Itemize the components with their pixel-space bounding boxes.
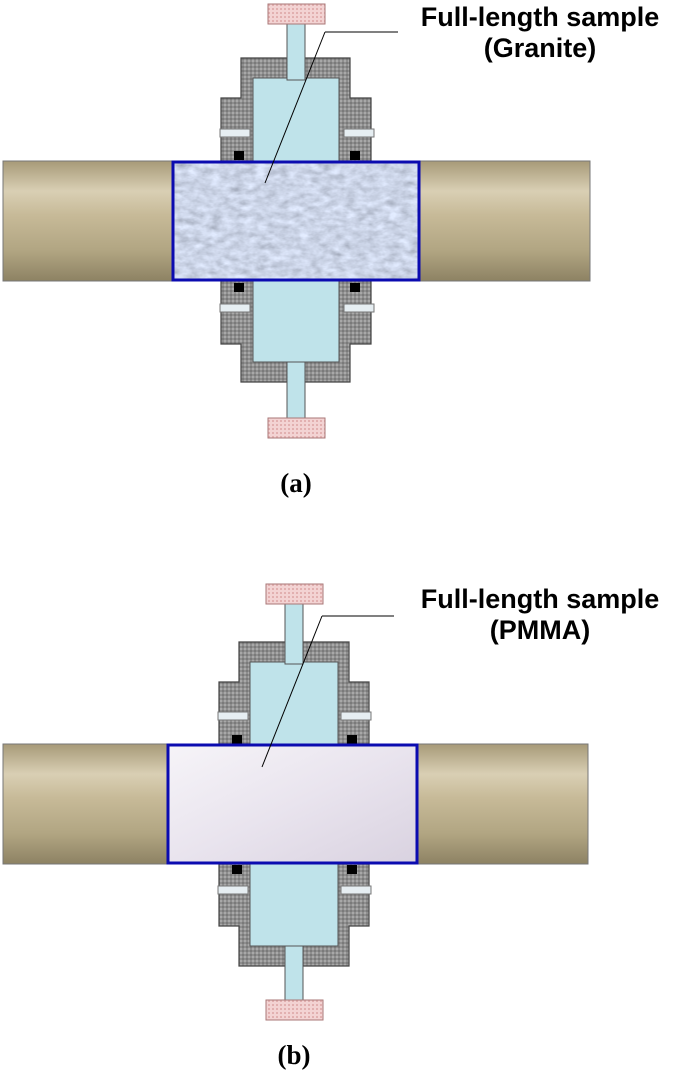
bolt-top-right [340,711,372,721]
panel-a-granite: Full-length sample (Granite) (a) [0,0,685,520]
bolt-top-right [343,128,375,138]
incident-bar [2,160,184,282]
granite-sample-texture [173,162,419,280]
bolt-top-left [219,128,251,138]
label-line-2: (PMMA) [489,615,591,645]
oil-chamber-bottom [249,863,339,947]
pmma-sample [166,743,419,865]
label-line-1: Full-length sample [420,584,660,614]
oil-chamber-top [249,661,339,745]
piston-cap-top [267,3,326,25]
piston-stem-top [284,603,304,665]
granite-sample [171,160,421,282]
piston-cap-bottom [265,999,324,1021]
seal-top-left [232,735,242,744]
callout-leader-a [264,31,326,184]
bolt-bottom-right [340,885,372,895]
piston-stem-bottom [286,361,306,419]
seal-bottom-right [347,865,357,874]
oil-chamber-top [252,77,340,162]
piston-cap-bottom [267,417,326,439]
seal-bottom-right [350,283,360,292]
piston-stem-top [286,23,306,81]
seal-top-right [347,735,357,744]
callout-label-a: Full-length sample (Granite) [395,2,685,64]
caption-b: (b) [277,1040,311,1070]
transmission-bar [405,743,589,865]
pmma-cell-drawing [2,583,589,1021]
callout-label-b: Full-length sample (PMMA) [395,584,685,646]
incident-bar [2,743,180,865]
transmission-bar [409,160,591,282]
oil-chamber-bottom [252,280,340,363]
callout-leader-b [261,615,323,768]
seal-bottom-left [232,865,242,874]
bolt-bottom-right [343,303,375,313]
bolt-bottom-left [217,885,249,895]
bolt-bottom-left [219,303,251,313]
seal-top-left [234,151,244,160]
caption-a: (a) [280,468,312,498]
panel-b-pmma: Full-length sample (PMMA) (b) [0,580,685,1084]
bolt-top-left [217,711,249,721]
label-line-2: (Granite) [483,33,597,63]
label-line-1: Full-length sample [420,2,660,32]
seal-top-right [350,151,360,160]
piston-cap-top [265,583,324,605]
piston-stem-bottom [284,945,304,1001]
seal-bottom-left [234,283,244,292]
granite-cell-drawing [2,3,591,439]
